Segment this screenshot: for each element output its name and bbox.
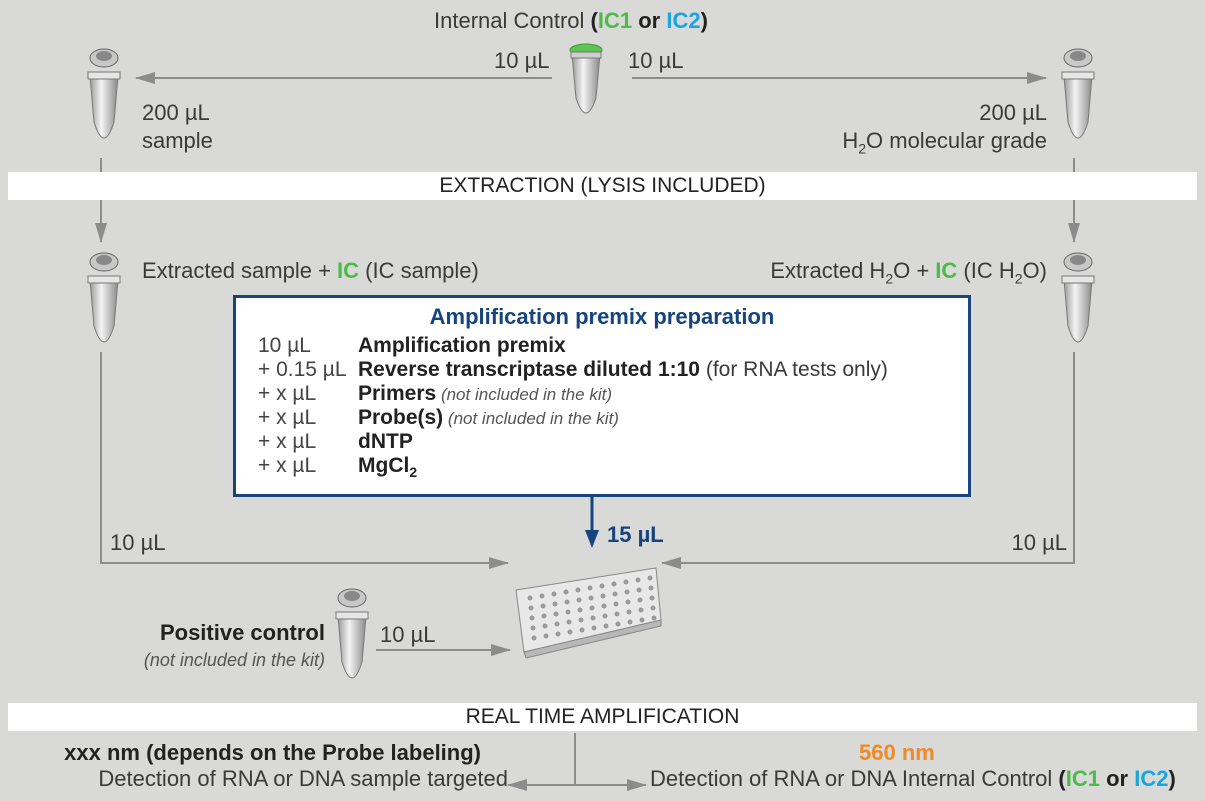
extraction-banner: EXTRACTION (LYSIS INCLUDED) bbox=[8, 172, 1197, 200]
detection-left-text: Detection of RNA or DNA sample targeted bbox=[98, 766, 508, 791]
sample-volume: 200 µL bbox=[142, 100, 210, 125]
water-tube-icon bbox=[1061, 48, 1095, 139]
extracted-water-label: Extracted H2O + IC (IC H2O) bbox=[770, 258, 1047, 287]
sample-label: sample bbox=[142, 128, 213, 153]
premix-volume: 15 µL bbox=[607, 522, 664, 547]
ic-right-volume: 10 µL bbox=[628, 48, 684, 73]
extracted-sample-tube-icon bbox=[87, 252, 121, 343]
right-transfer-volume: 10 µL bbox=[1011, 530, 1068, 555]
premix-title: Amplification premix preparation bbox=[429, 304, 775, 329]
arrow-premix-head bbox=[585, 530, 599, 548]
water-volume: 200 µL bbox=[979, 100, 1047, 125]
left-transfer-volume: 10 µL bbox=[110, 530, 166, 555]
positive-control-title: Positive control bbox=[159, 620, 325, 645]
detection-left-title: xxx nm (depends on the Probe labeling) bbox=[64, 740, 481, 765]
ic-left-volume: 10 µL bbox=[494, 48, 550, 73]
detection-right-title: 560 nm bbox=[859, 740, 935, 765]
water-label: H2O molecular grade bbox=[842, 128, 1047, 157]
positive-control-volume: 10 µL bbox=[380, 622, 436, 647]
positive-control-note: (not included in the kit) bbox=[143, 650, 325, 670]
arrow-extracted-sample-to-plate bbox=[100, 352, 509, 569]
amplification-banner: REAL TIME AMPLIFICATION bbox=[8, 703, 1197, 731]
sample-tube-icon bbox=[87, 48, 121, 139]
extracted-water-tube-icon bbox=[1061, 252, 1095, 343]
ic-tube-icon bbox=[569, 43, 603, 114]
internal-control-title: Internal Control (IC1 or IC2) bbox=[434, 8, 708, 33]
arrow-extracted-water-to-plate bbox=[661, 352, 1075, 569]
extracted-sample-label: Extracted sample + IC (IC sample) bbox=[142, 258, 479, 283]
positive-control-tube-icon bbox=[335, 588, 369, 679]
pcr-plate-icon bbox=[515, 567, 662, 659]
detection-right-text: Detection of RNA or DNA Internal Control… bbox=[650, 766, 1176, 791]
